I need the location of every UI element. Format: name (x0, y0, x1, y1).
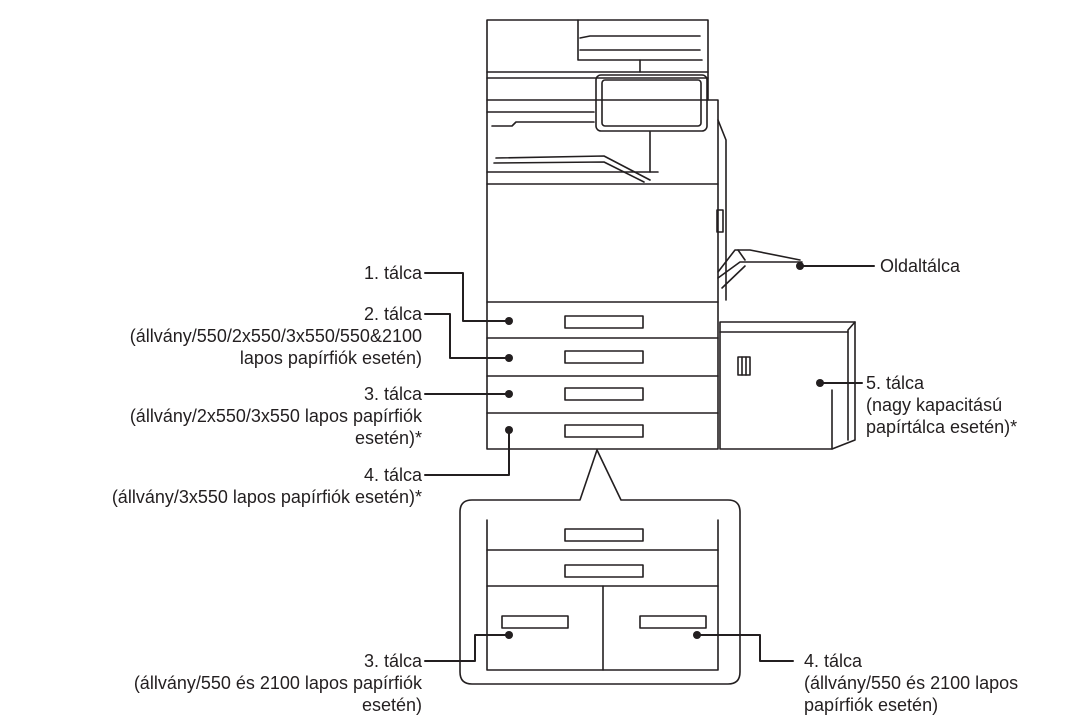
callout-lines (424, 265, 875, 662)
copier-diagram (424, 19, 875, 685)
copier-body (486, 19, 727, 450)
large-capacity-tray (719, 321, 856, 450)
label-tray-5: 5. tálca (nagy kapacitású papírtálca ese… (866, 373, 1018, 437)
callout-dots (505, 262, 824, 639)
paper-trays (486, 315, 719, 438)
label-bypass-tray: Oldaltálca (880, 256, 961, 276)
label-tray-2: 2. tálca (állvány/550/2x550/3x550/550&21… (129, 304, 422, 368)
label-tray-3: 3. tálca (állvány/2x550/3x550 lapos papí… (129, 384, 422, 448)
label-tray-4-lcc: 4. tálca (állvány/550 és 2100 lapos papí… (804, 651, 1019, 715)
label-tray-1: 1. tálca (363, 263, 422, 283)
label-tray-4: 4. tálca (állvány/3x550 lapos papírfiók … (111, 465, 422, 507)
document-feeder (486, 19, 709, 79)
inset-detail (459, 449, 741, 685)
label-tray-3-lcc: 3. tálca (állvány/550 és 2100 lapos papí… (133, 651, 422, 715)
bypass-tray (717, 249, 803, 289)
control-panel (595, 74, 708, 132)
